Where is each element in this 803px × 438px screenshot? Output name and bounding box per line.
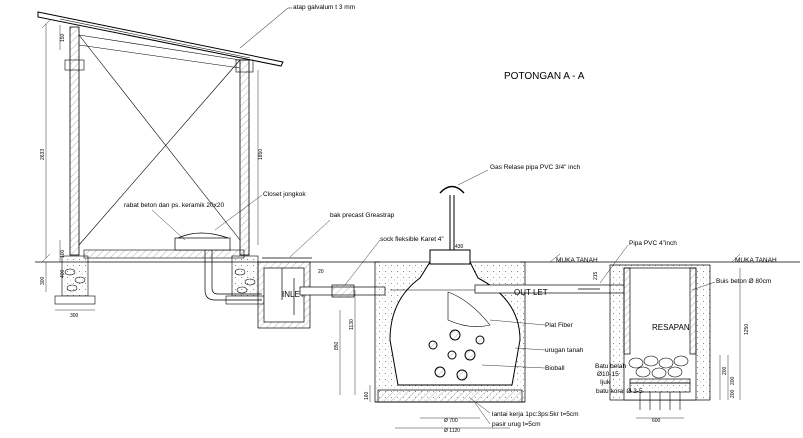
lantai-kerja-label: lantai kerja 1pc:3ps:5kr t=5cm	[469, 397, 579, 418]
dim-200-b: 200	[730, 376, 736, 385]
dim-200-c: 200	[730, 389, 736, 398]
tank-dimensions	[339, 290, 371, 402]
urugan-label: urugan tanah	[514, 347, 584, 354]
annotation-text: bak precast Greastrap	[330, 212, 395, 219]
pipa-pvc-label: Pipa PVC 4"inch	[599, 240, 677, 284]
dim-100: 100	[60, 249, 66, 258]
batu-belah-size: Ø10-15	[597, 371, 619, 378]
roof	[37, 11, 284, 67]
building-frame	[64, 26, 254, 256]
dim-160: 160	[364, 391, 370, 400]
closet-label: Closet jongkok	[214, 191, 306, 231]
resapan-label: RESAPAN	[652, 323, 690, 332]
resapan-pit	[609, 264, 711, 410]
dim-200-a: 200	[722, 366, 728, 375]
dim-1130: 1130	[349, 319, 355, 330]
dim-20: 20	[318, 269, 324, 275]
bottom-dimensions	[395, 417, 510, 429]
plat-fiber-label: Plat Fiber	[489, 319, 574, 329]
annotation-text: Closet jongkok	[263, 191, 306, 198]
annotation-text: lantai kerja 1pc:3ps:5kr t=5cm	[492, 411, 579, 418]
dim-300-bottom: 300	[70, 313, 79, 319]
annotation-text: MUKA TANAH	[556, 257, 598, 264]
dim-1250: 1250	[744, 324, 750, 335]
dim-700: Ø 700	[444, 418, 458, 424]
annotation-text: MUKA TANAH	[735, 257, 777, 264]
left-dimensions	[41, 19, 61, 292]
closet-jongkok	[174, 232, 262, 301]
ground-line	[35, 249, 800, 263]
infiltration-arrows	[639, 392, 681, 410]
annotation-text: urugan tanah	[545, 347, 584, 354]
batu-koral-label: batu koral Ø 3-5	[596, 388, 643, 395]
annotation-text: Plat Fiber	[545, 322, 574, 329]
muka-tanah-right: MUKA TANAH	[731, 253, 777, 264]
resapan-left-labels: Batu belah Ø10-15 Ijuk batu koral Ø 3-5	[595, 363, 643, 395]
muka-tanah-left: MUKA TANAH	[549, 253, 598, 264]
roof-label: atap galvalum t 3 mm	[239, 4, 355, 49]
grease-trap	[257, 257, 312, 329]
right-footing	[225, 255, 265, 305]
outlet-label: OUT LET	[514, 288, 548, 297]
sock-label: sock fleksible Karet 4"	[344, 236, 444, 286]
annotation-text: rabat beton dan ps. keramik 20x20	[124, 202, 224, 209]
buis-beton-label: Buis beton Ø 80cm	[691, 278, 771, 291]
dim-1120: Ø 1120	[444, 428, 460, 434]
annotation-text: atap galvalum t 3 mm	[293, 4, 355, 11]
gas-release-pipe	[439, 185, 465, 250]
annotation-text: Gas Relase pipa PVC 3/4" inch	[490, 164, 580, 171]
resapan-dimensions	[636, 268, 741, 419]
dim-215: 215	[593, 271, 599, 280]
ijuk-label: Ijuk	[600, 379, 611, 386]
dim-1850: 1850	[258, 149, 264, 160]
batu-belah-label: Batu belah	[595, 363, 626, 370]
left-footing	[54, 255, 96, 305]
annotation-text: Pipa PVC 4"inch	[629, 240, 677, 247]
greastrap-label: bak precast Greastrap	[289, 212, 395, 258]
annotation-text: Bioball	[545, 365, 565, 372]
dim-850: 850	[334, 341, 340, 350]
rabat-label: rabat beton dan ps. keramik 20x20	[124, 202, 224, 241]
dim-150: 150	[60, 33, 66, 42]
dim-2633: 2633	[40, 149, 46, 160]
dim-600: 600	[652, 418, 661, 424]
batu-belah-layer	[628, 355, 689, 379]
inlet-pipe	[299, 284, 386, 298]
pasir-urug-label: pasir urug t=5cm	[474, 402, 541, 428]
annotation-text: sock fleksible Karet 4"	[380, 236, 444, 243]
inlet-label: INLET	[282, 290, 305, 299]
gas-release-label: Gas Relase pipa PVC 3/4" inch	[457, 164, 580, 186]
annotation-text: Buis beton Ø 80cm	[716, 278, 771, 285]
annotation-text: pasir urug t=5cm	[492, 421, 541, 428]
dim-300-left: 300	[40, 276, 46, 285]
dim-430: 430	[455, 244, 464, 250]
drawing-title: POTONGAN A - A	[504, 71, 585, 82]
bioball-label: Bioball	[481, 364, 565, 372]
